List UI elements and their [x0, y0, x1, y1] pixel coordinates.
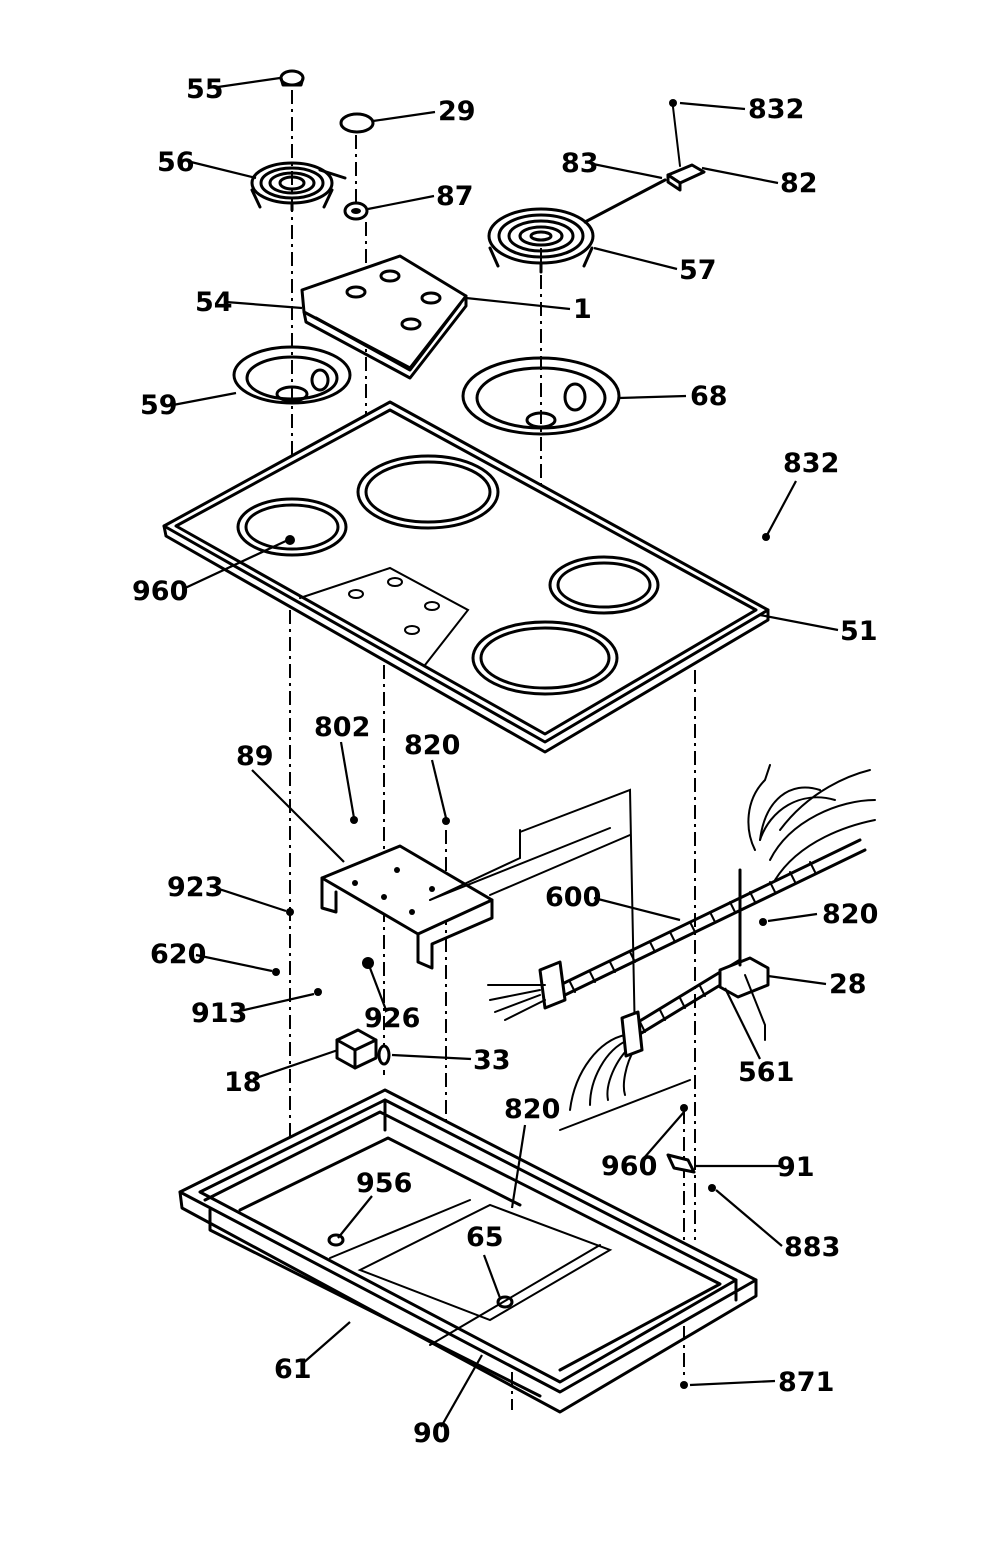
label-55: 55: [186, 74, 224, 105]
label-1: 1: [573, 294, 592, 325]
part-89-switch-bracket: [320, 829, 631, 970]
label-59: 59: [140, 390, 178, 421]
label-820-lower: 820: [504, 1094, 560, 1125]
label-54: 54: [195, 287, 233, 318]
label-960-lower: 960: [601, 1151, 657, 1182]
label-832-top: 832: [748, 94, 804, 125]
part-57-large-element: [487, 178, 667, 274]
label-956: 956: [356, 1168, 412, 1199]
label-33: 33: [473, 1045, 511, 1076]
label-87: 87: [436, 181, 474, 212]
label-57: 57: [679, 255, 717, 286]
label-832-mid: 832: [783, 448, 839, 479]
wiring-harness: [429, 764, 876, 1131]
part-labels: 55 29 832 56 87 83 82 57 54 1 59 68 832 …: [132, 74, 878, 1449]
label-65: 65: [466, 1222, 504, 1253]
label-91: 91: [777, 1152, 815, 1183]
label-18: 18: [224, 1067, 262, 1098]
label-68: 68: [690, 381, 728, 412]
label-90: 90: [413, 1418, 451, 1449]
label-883: 883: [784, 1232, 840, 1263]
part-55-cap: [279, 69, 305, 87]
leader-lines: [172, 76, 839, 1428]
label-28: 28: [829, 969, 867, 1000]
part-61-bottom-pan: [178, 1088, 758, 1414]
part-51-cooktop: [162, 400, 770, 754]
label-926: 926: [364, 1003, 420, 1034]
label-56: 56: [157, 147, 195, 178]
label-83: 83: [561, 148, 599, 179]
label-923: 923: [167, 872, 223, 903]
label-89: 89: [236, 741, 274, 772]
part-68-large-drip-bowl: [461, 356, 621, 436]
part-29-disc: [339, 112, 375, 134]
part-56-small-element: [250, 161, 347, 212]
label-29: 29: [438, 96, 476, 127]
label-871: 871: [778, 1367, 834, 1398]
part-1-control-bracket: [300, 254, 468, 380]
label-913: 913: [191, 998, 247, 1029]
part-87-ring: [343, 201, 369, 221]
part-59-small-drip-bowl: [232, 345, 352, 405]
label-61: 61: [274, 1354, 312, 1385]
part-82-terminal-block: [666, 99, 706, 192]
label-960-top: 960: [132, 576, 188, 607]
label-620: 620: [150, 939, 206, 970]
label-802: 802: [314, 712, 370, 743]
label-51: 51: [840, 616, 878, 647]
part-18-switch: [335, 1028, 391, 1070]
label-561: 561: [738, 1057, 794, 1088]
label-820-upper: 820: [404, 730, 460, 761]
label-600: 600: [545, 882, 601, 913]
label-820-right: 820: [822, 899, 878, 930]
label-82: 82: [780, 168, 818, 199]
